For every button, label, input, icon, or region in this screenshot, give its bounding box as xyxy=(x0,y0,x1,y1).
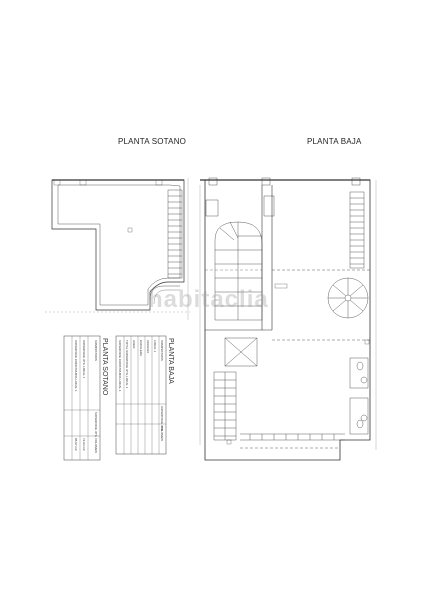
baja-spiral-stair xyxy=(327,277,369,319)
baja-main-stair xyxy=(214,221,263,321)
table-sotano-header-0: SUPERFICIE UTIL xyxy=(94,412,98,438)
table-baja-row-3: ASEO xyxy=(132,340,136,349)
table-sotano-header-1: VOLUMEN xyxy=(94,438,98,453)
table-sotano-row-1-label: SUPERFICIE CONSTRUIDA LOCAL 1 xyxy=(74,340,78,392)
baja-void-box xyxy=(224,337,258,367)
table-baja-row-4: TOTAL SUPERFICIE UTIL LOCAL 1 xyxy=(125,340,129,389)
table-sotano-header-2: SUMINISTROS xyxy=(94,340,98,361)
table-baja-header-2: SUMINISTROS xyxy=(160,340,164,361)
table-baja-header-1: VOLUMEN xyxy=(160,426,164,441)
plan-sotano xyxy=(45,178,190,320)
table-sotano-row-1-value: 88,97 m2 xyxy=(74,438,78,451)
table-sotano-row-0-value: 74,93 m2 xyxy=(82,438,86,451)
table-baja-row-1: ACCESO xyxy=(146,340,150,353)
plan-baja xyxy=(199,177,377,461)
sotano-outer-wall xyxy=(51,179,185,311)
sotano-stair xyxy=(167,189,183,279)
table-sotano-frame xyxy=(63,335,101,461)
table-baja-frame xyxy=(115,335,167,455)
plan-title-sotano: PLANTA SOTANO xyxy=(118,137,187,146)
table-baja-row-0: LOCAL 1 xyxy=(153,340,157,353)
table-sotano-title: PLANTA SOTANO xyxy=(101,338,108,396)
table-baja-row-5: SUPERFICIE CONSTRUIDA LOCAL 1 xyxy=(118,340,122,392)
baja-facade xyxy=(240,433,345,449)
table-baja-row-2: ESCALERA xyxy=(139,340,143,357)
plan-title-baja: PLANTA BAJA xyxy=(307,137,362,146)
sotano-ramp xyxy=(149,285,180,301)
table-sotano-row-0-label: SUPERFICIE UTIL LOCAL 1 xyxy=(82,340,86,379)
baja-aseos xyxy=(349,357,369,435)
table-baja-title: PLANTA BAJA xyxy=(167,338,174,384)
baja-lower-stair xyxy=(213,371,237,441)
habitaclia-watermark: habitaclia xyxy=(148,286,269,313)
baja-right-stair xyxy=(349,191,365,269)
